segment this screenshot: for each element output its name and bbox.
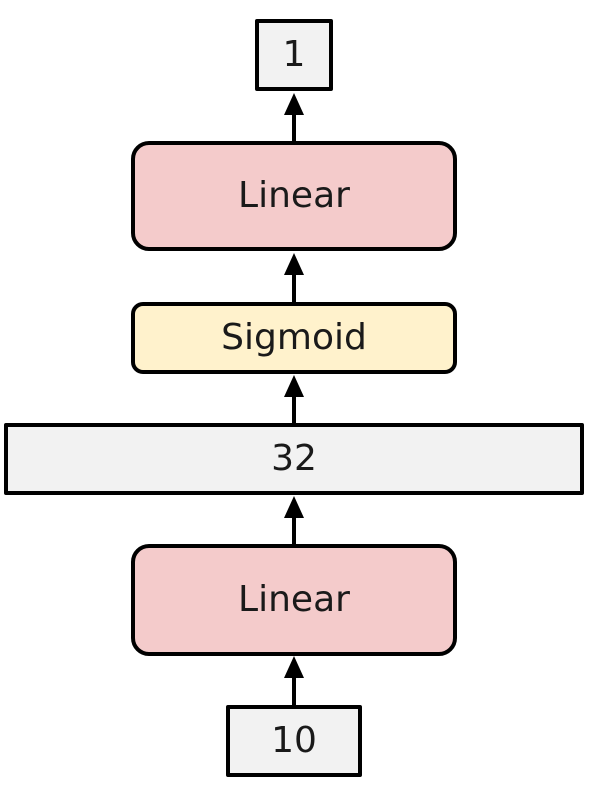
sigmoid-layer: Sigmoid (131, 302, 457, 374)
linear-layer-top-label: Linear (238, 175, 350, 216)
linear-layer-bottom-label: Linear (238, 579, 350, 620)
linear-layer-bottom: Linear (131, 544, 457, 656)
hidden-tensor-label: 32 (271, 438, 317, 479)
arrow-up-icon (282, 93, 306, 141)
output-tensor-box: 1 (255, 19, 333, 91)
linear-layer-top: Linear (131, 141, 457, 251)
input-tensor-label: 10 (271, 720, 317, 761)
arrow-up-icon (282, 496, 306, 544)
arrow-up-icon (282, 656, 306, 706)
hidden-tensor-box: 32 (4, 423, 584, 495)
arrow-up-icon (282, 375, 306, 424)
arrow-up-icon (282, 253, 306, 303)
sigmoid-layer-label: Sigmoid (221, 317, 367, 358)
input-tensor-box: 10 (226, 705, 362, 777)
output-tensor-label: 1 (282, 34, 306, 75)
